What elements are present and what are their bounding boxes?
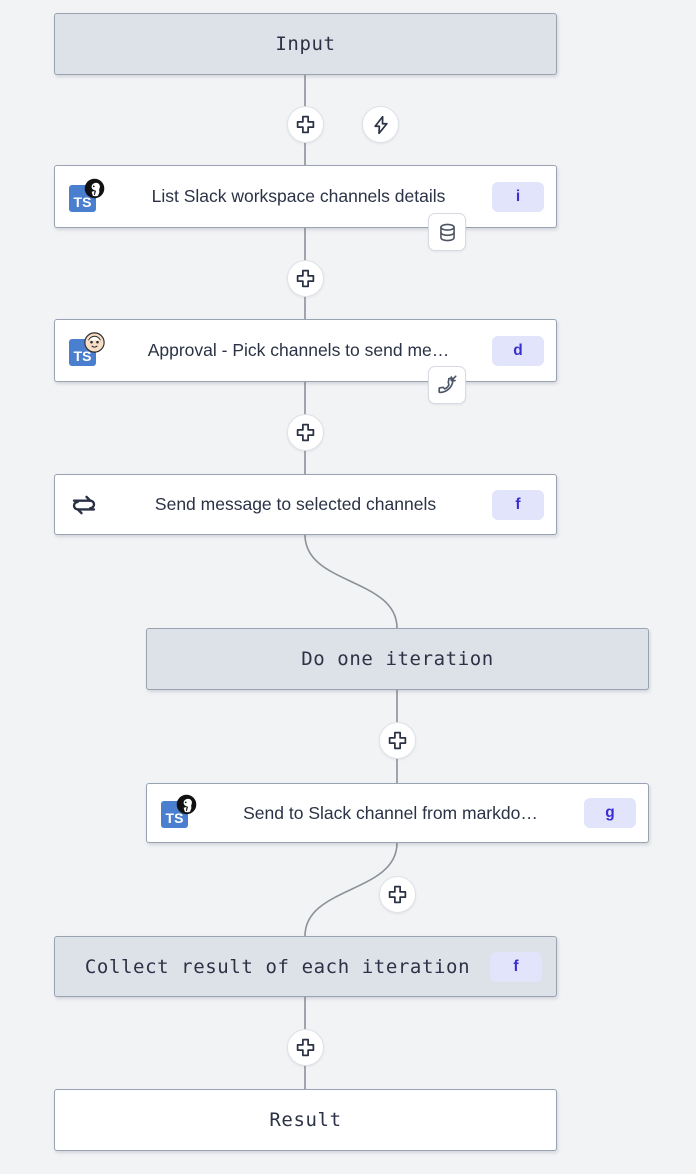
add-step-after-send-markdown-button[interactable] — [379, 876, 416, 913]
node-do-one-iteration-label: Do one iteration — [301, 648, 494, 670]
database-icon — [439, 223, 455, 241]
node-collect-result-label: Collect result of each iteration — [84, 955, 471, 978]
lightning-icon — [373, 115, 388, 134]
node-list-slack-channels-label: List Slack workspace channels details — [151, 186, 446, 206]
node-forloop-id-badge[interactable]: f — [492, 489, 544, 520]
node-collect-result-id-badge[interactable]: f — [490, 951, 542, 982]
plus-icon — [296, 1038, 315, 1057]
node-do-one-iteration[interactable]: Do one iteration — [146, 628, 649, 690]
typescript-deno-icon: TS — [161, 794, 197, 829]
node-result[interactable]: Result — [54, 1089, 557, 1151]
edge-forloop-to-iteration — [304, 534, 398, 629]
list-slack-channels-resource-tag[interactable] — [428, 213, 466, 251]
plus-icon — [296, 269, 315, 288]
node-approval-id-badge[interactable]: d — [492, 335, 544, 366]
node-approval-label: Approval - Pick channels to send me… — [147, 340, 450, 360]
node-list-slack-channels[interactable]: TS List Slack workspace channels details… — [54, 165, 557, 228]
approval-suspend-tag[interactable] — [428, 366, 466, 404]
node-approval[interactable]: TS Approval - Pick channels to send me… … — [54, 319, 557, 382]
node-list-slack-channels-id-badge[interactable]: i — [492, 181, 544, 212]
node-input-label: Input — [275, 33, 336, 55]
deno-icon — [176, 794, 197, 815]
add-trigger-after-input-button[interactable] — [362, 106, 399, 143]
add-step-before-result-button[interactable] — [287, 1029, 324, 1066]
add-step-after-list-channels-button[interactable] — [287, 260, 324, 297]
typescript-approval-icon: TS — [69, 331, 105, 367]
add-step-after-input-button[interactable] — [287, 106, 324, 143]
plus-icon — [388, 731, 407, 750]
typescript-deno-icon: TS — [69, 178, 105, 213]
loop-icon — [72, 495, 96, 514]
node-send-to-slack-markdown[interactable]: TS Send to Slack channel from markdo… g — [146, 783, 649, 843]
node-send-to-slack-markdown-label: Send to Slack channel from markdo… — [243, 802, 538, 823]
deno-icon — [84, 178, 105, 198]
node-input[interactable]: Input — [54, 13, 557, 75]
plus-icon — [296, 423, 315, 442]
baby-face-icon — [84, 331, 105, 353]
node-collect-result[interactable]: Collect result of each iteration f — [54, 936, 557, 997]
plus-icon — [388, 885, 407, 904]
node-result-label: Result — [269, 1109, 342, 1131]
node-send-to-slack-markdown-id-badge[interactable]: g — [584, 798, 636, 828]
node-forloop-label: Send message to selected channels — [154, 494, 437, 514]
add-step-after-approval-button[interactable] — [287, 414, 324, 451]
phone-incoming-icon — [438, 375, 457, 394]
add-step-in-iteration-button[interactable] — [379, 722, 416, 759]
node-forloop[interactable]: Send message to selected channels f — [54, 474, 557, 535]
plus-icon — [296, 115, 315, 134]
